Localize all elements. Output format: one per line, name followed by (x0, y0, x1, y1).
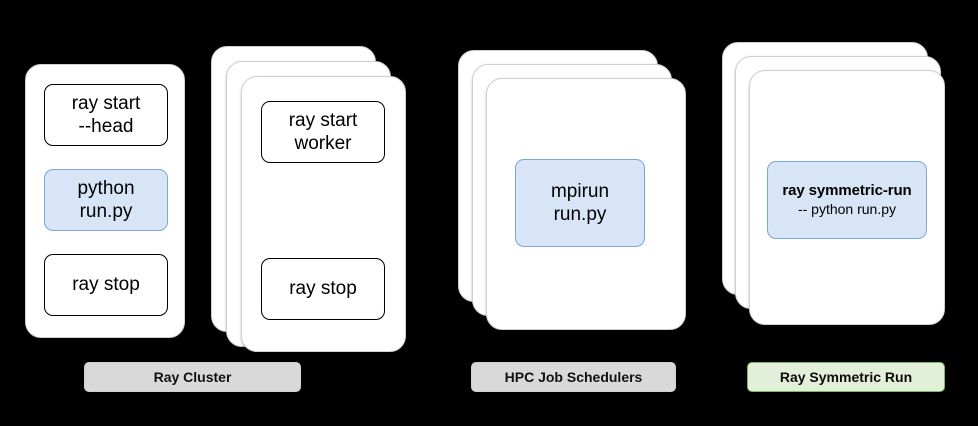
card-symmetric-node-front[interactable]: ray symmetric-run -- python run.py (749, 70, 945, 325)
command-line-2: worker (294, 133, 352, 154)
command-line-1: ray start (288, 109, 358, 131)
command-line-1: ray stop (72, 274, 140, 296)
command-line-1: ray start (71, 92, 141, 114)
command-box-ray-stop-head[interactable]: ray stop (44, 254, 168, 316)
card-hpc-node-front[interactable]: mpirun run.py (486, 78, 686, 330)
command-box-ray-symmetric-run[interactable]: ray symmetric-run -- python run.py (767, 161, 927, 239)
command-line-2: run.py (553, 204, 607, 225)
group-caption-label: Ray Symmetric Run (779, 369, 913, 385)
group-caption-ray-symmetric-run: Ray Symmetric Run (747, 362, 945, 392)
command-box-ray-start-worker[interactable]: ray start worker (261, 101, 385, 163)
command-box-python-run-py[interactable]: python run.py (44, 169, 168, 231)
command-line-1: python (77, 177, 135, 199)
command-box-mpirun-run-py[interactable]: mpirun run.py (515, 159, 645, 247)
command-line-1: mpirun (550, 180, 610, 202)
group-caption-hpc-job-schedulers: HPC Job Schedulers (471, 362, 676, 392)
command-line-2: run.py (79, 201, 133, 222)
command-line-2: --head (78, 116, 134, 137)
group-caption-label: HPC Job Schedulers (504, 369, 643, 385)
command-box-ray-stop-worker[interactable]: ray stop (261, 258, 385, 320)
command-box-ray-start-head[interactable]: ray start --head (44, 84, 168, 146)
command-subtitle: -- python run.py (797, 201, 897, 218)
command-title: ray symmetric-run (782, 181, 912, 199)
card-worker-node-front[interactable]: ray start worker ray stop (241, 76, 406, 352)
group-caption-ray-cluster: Ray Cluster (84, 362, 301, 392)
group-caption-label: Ray Cluster (153, 369, 232, 385)
card-head-node[interactable]: ray start --head python run.py ray stop (25, 64, 185, 338)
command-line-1: ray stop (289, 278, 357, 300)
